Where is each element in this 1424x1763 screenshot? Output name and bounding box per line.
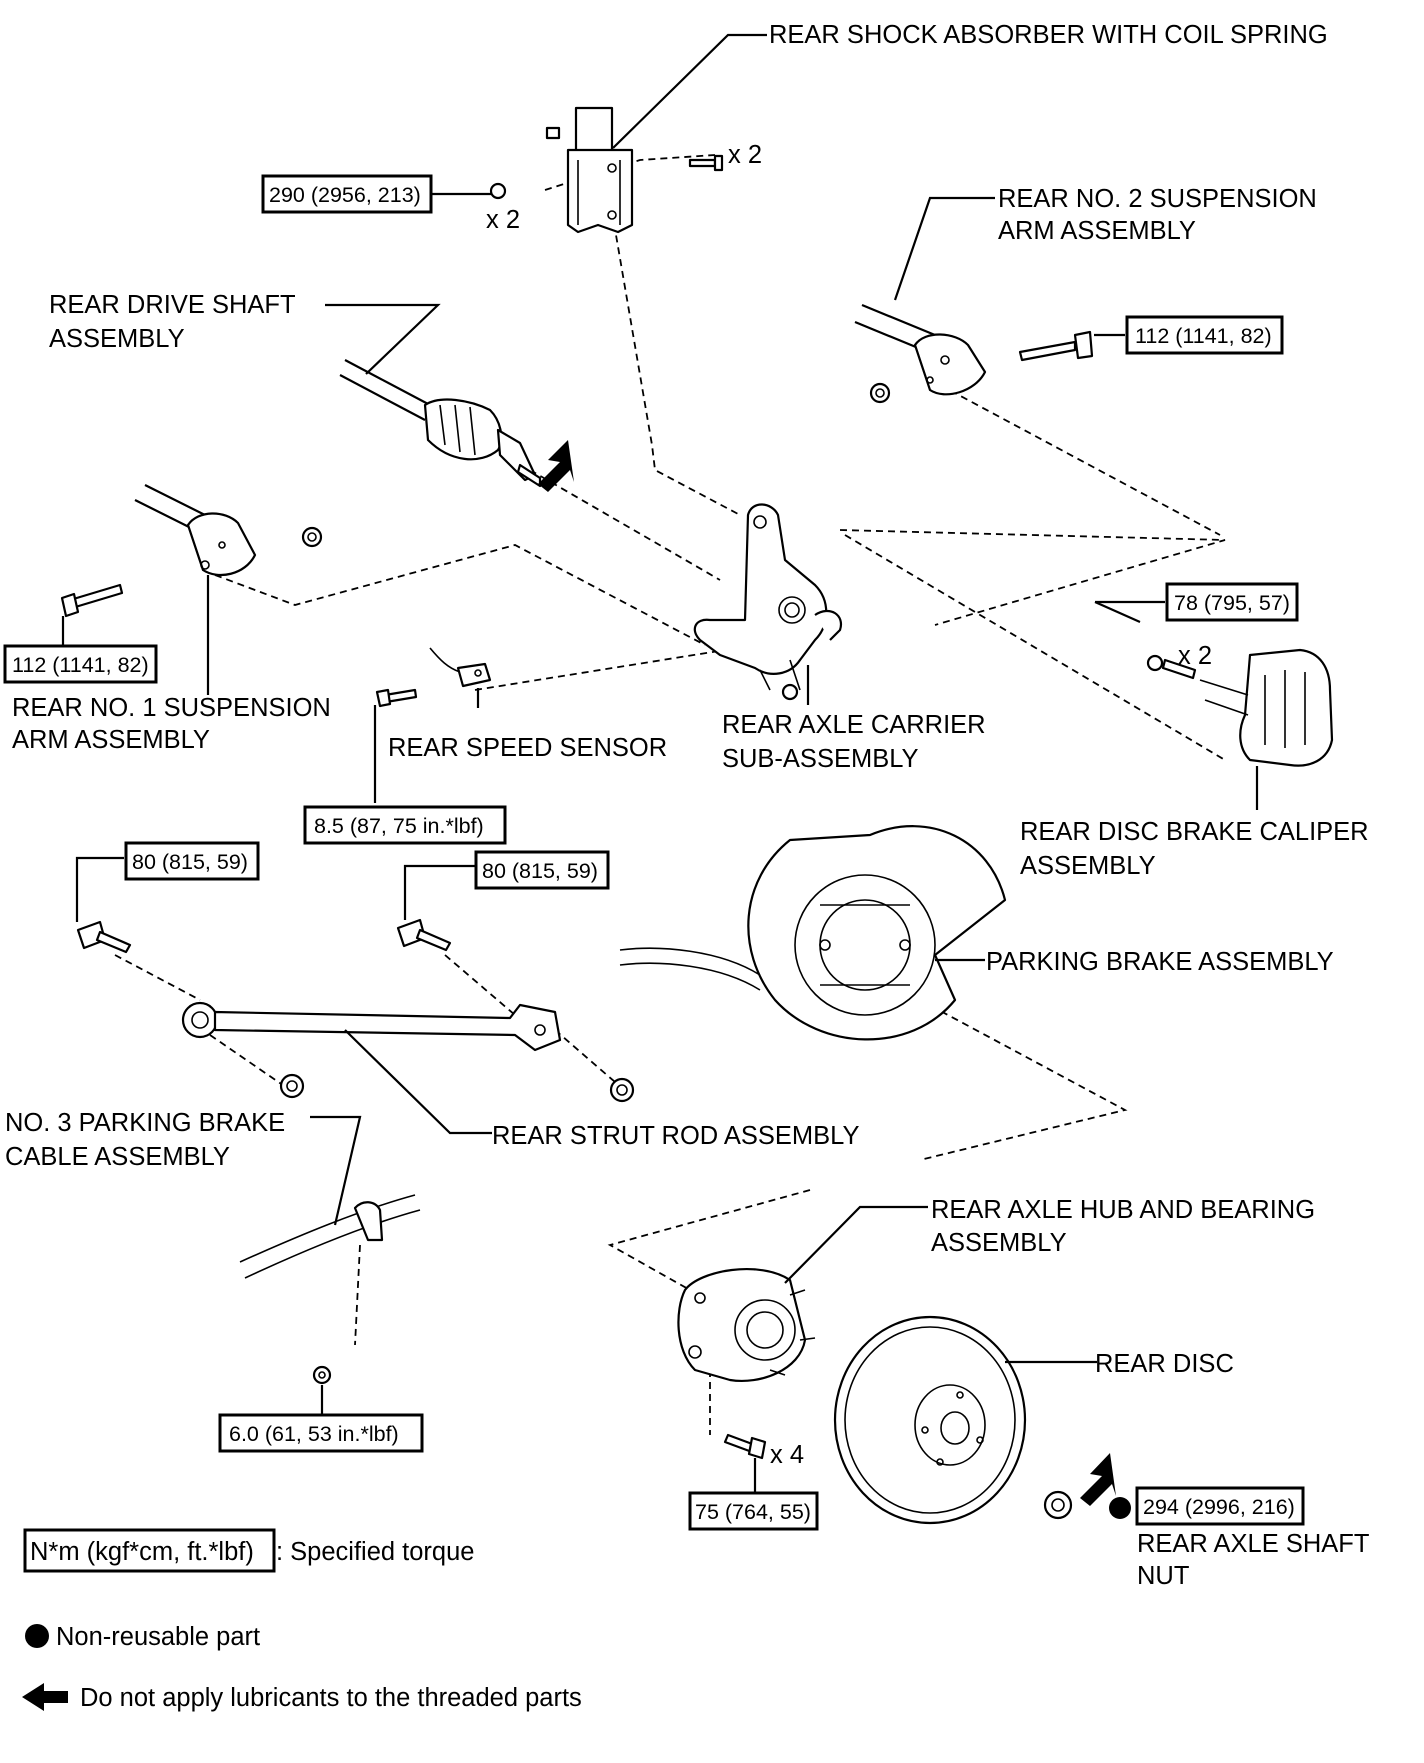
torque-box-shaft-nut: 294 (2996, 216): [1135, 1486, 1305, 1526]
torque-value: 294 (2996, 216): [1143, 1495, 1295, 1519]
leader-lines: [61, 33, 1259, 1492]
non-reusable-legend-icon: [25, 1624, 49, 1648]
no-lube-arrow-icon: [538, 440, 574, 492]
qty-caliper-bolt: x 2: [1178, 642, 1212, 670]
torque-box-no1-arm: 112 (1141, 82): [3, 644, 158, 684]
label-no1-arm-line1: REAR NO. 1 SUSPENSION: [12, 694, 331, 722]
label-axle-carrier-line2: SUB-ASSEMBLY: [722, 745, 919, 773]
qty-hub-bolt: x 4: [770, 1441, 804, 1469]
qty-shock-bolt: x 2: [728, 141, 762, 169]
torque-value: 6.0 (61, 53 in.*lbf): [229, 1422, 399, 1446]
label-shock-absorber: REAR SHOCK ABSORBER WITH COIL SPRING: [769, 21, 1328, 49]
shock-absorber-drawing: [489, 106, 724, 234]
label-speed-sensor: REAR SPEED SENSOR: [388, 734, 667, 762]
parking-brake-drawing: [619, 825, 1007, 1041]
torque-box-strut-right: 80 (815, 59): [474, 850, 610, 890]
label-hub-bearing-line2: ASSEMBLY: [931, 1229, 1067, 1257]
torque-box-hub: 75 (764, 55): [688, 1491, 819, 1531]
strut-rod-drawing: [76, 918, 635, 1103]
torque-value: 112 (1141, 82): [1135, 324, 1272, 348]
torque-value: 75 (764, 55): [695, 1500, 811, 1524]
legend-no-lube: Do not apply lubricants to the threaded …: [80, 1684, 582, 1712]
label-caliper-line1: REAR DISC BRAKE CALIPER: [1020, 818, 1369, 846]
label-hub-bearing-line1: REAR AXLE HUB AND BEARING: [931, 1196, 1315, 1224]
qty-shock-nut: x 2: [486, 206, 520, 234]
label-shaft-nut-line2: NUT: [1137, 1562, 1189, 1590]
no-lube-arrow-icon: [1080, 1453, 1116, 1506]
torque-value: 78 (795, 57): [1174, 591, 1290, 615]
label-parking-brake: PARKING BRAKE ASSEMBLY: [986, 948, 1334, 976]
speed-sensor-drawing: [375, 647, 492, 708]
hub-bearing-drawing: [677, 1268, 816, 1460]
parking-brake-cable-drawing: [239, 1194, 421, 1385]
torque-box-strut-left: 80 (815, 59): [124, 841, 260, 881]
legend: N*m (kgf*cm, ft.*lbf) : Specified torque…: [22, 1528, 582, 1712]
torque-box-speed-sensor: 8.5 (87, 75 in.*lbf): [303, 805, 507, 845]
rear-disc-drawing: [833, 1315, 1073, 1525]
torque-value: 8.5 (87, 75 in.*lbf): [314, 814, 484, 838]
no2-suspension-arm-drawing: [854, 303, 1094, 404]
label-caliper-line2: ASSEMBLY: [1020, 852, 1156, 880]
legend-torque-desc: : Specified torque: [276, 1538, 474, 1566]
torque-value: 80 (815, 59): [132, 850, 248, 874]
no-lube-legend-arrow-icon: [22, 1683, 68, 1711]
label-axle-carrier-line1: REAR AXLE CARRIER: [722, 711, 986, 739]
legend-non-reusable: Non-reusable part: [56, 1623, 260, 1651]
label-no3-cable-line1: NO. 3 PARKING BRAKE: [5, 1109, 285, 1137]
torque-value: 112 (1141, 82): [12, 653, 149, 677]
label-no2-arm-line1: REAR NO. 2 SUSPENSION: [998, 185, 1317, 213]
axle-carrier-drawing: [693, 503, 843, 701]
torque-value: 80 (815, 59): [482, 859, 598, 883]
torque-box-no2-arm: 112 (1141, 82): [1125, 315, 1284, 355]
torque-box-shock: 290 (2956, 213): [261, 174, 433, 214]
non-reusable-dot-icon: [1109, 1497, 1131, 1519]
label-shaft-nut-line1: REAR AXLE SHAFT: [1137, 1530, 1369, 1558]
label-rear-disc: REAR DISC: [1095, 1350, 1234, 1378]
label-no1-arm-line2: ARM ASSEMBLY: [12, 726, 210, 754]
brake-caliper-drawing: [1146, 648, 1334, 767]
legend-torque-unit: N*m (kgf*cm, ft.*lbf): [30, 1538, 254, 1566]
label-strut-rod: REAR STRUT ROD ASSEMBLY: [492, 1122, 859, 1150]
drive-shaft-drawing: [339, 359, 542, 488]
no1-suspension-arm-drawing: [60, 484, 323, 618]
label-drive-shaft-line2: ASSEMBLY: [49, 325, 185, 353]
label-drive-shaft-line1: REAR DRIVE SHAFT: [49, 291, 296, 319]
assembly-dashed-lines: [114, 154, 1226, 1435]
label-no2-arm-line2: ARM ASSEMBLY: [998, 217, 1196, 245]
label-no3-cable-line2: CABLE ASSEMBLY: [5, 1143, 230, 1171]
torque-box-cable-clamp: 6.0 (61, 53 in.*lbf): [218, 1413, 424, 1453]
torque-value: 290 (2956, 213): [269, 183, 421, 207]
torque-box-caliper: 78 (795, 57): [1165, 582, 1299, 622]
